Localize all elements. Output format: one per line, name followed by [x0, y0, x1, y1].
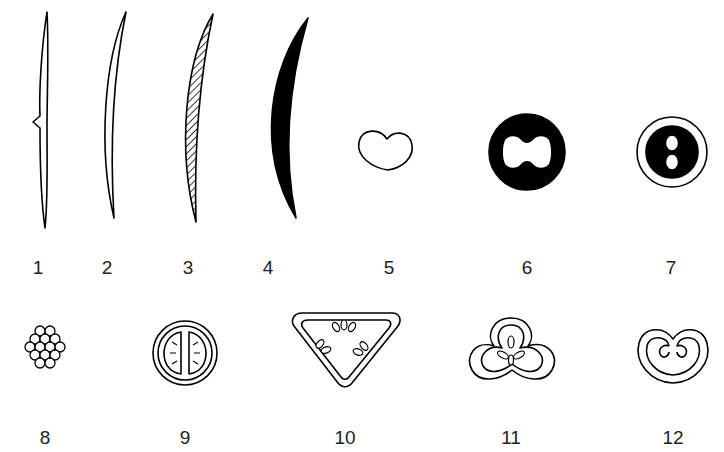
- callout-number: 5: [384, 258, 395, 277]
- callout-number: 2: [102, 258, 113, 277]
- trilobe-inner: [482, 325, 543, 372]
- bundle-marks: [314, 320, 369, 357]
- callout-number: 3: [183, 258, 194, 277]
- inner-disc: [646, 126, 698, 178]
- black-disc: [489, 114, 565, 190]
- bundle-marks: [170, 342, 200, 364]
- bundle-oval: [667, 137, 677, 150]
- curled-inner: [647, 338, 700, 375]
- stem-outline: [153, 321, 217, 385]
- callout-number: 4: [263, 258, 274, 277]
- callout-number: 7: [666, 258, 677, 277]
- white-bundle: [504, 137, 551, 167]
- callout-number: 8: [40, 428, 51, 447]
- black-crescent: [272, 18, 308, 218]
- hatched-crescent: [186, 14, 213, 222]
- crescent-section: [105, 12, 126, 218]
- callout-number: 10: [334, 428, 355, 447]
- curled-outline: [638, 330, 708, 383]
- kidney-section: [359, 131, 413, 170]
- bundle-marks: [496, 336, 525, 365]
- bundle-left: [164, 332, 181, 374]
- callout-number: 9: [180, 428, 191, 447]
- stem-inner: [158, 326, 212, 380]
- bundle-oval: [667, 156, 677, 169]
- triangle-outline: [292, 313, 400, 387]
- callout-number: 12: [662, 428, 683, 447]
- triangle-inner: [302, 320, 391, 379]
- callout-number: 6: [522, 258, 533, 277]
- callout-number: 11: [501, 428, 521, 447]
- needle-section: [33, 12, 48, 228]
- callout-number: 1: [33, 258, 44, 277]
- trilobe-outline: [469, 318, 554, 379]
- cell-cluster: [25, 326, 65, 368]
- outer-ring: [637, 117, 707, 187]
- bundle-right: [189, 332, 206, 374]
